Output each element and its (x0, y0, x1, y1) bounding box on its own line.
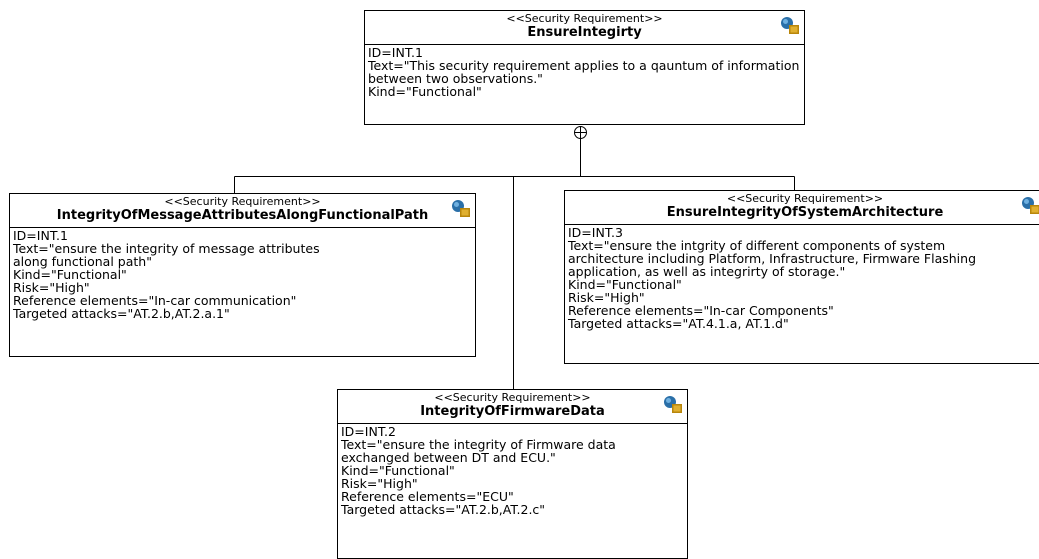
property-targeted-attacks: Targeted attacks="AT.2.b,AT.2.c" (341, 502, 546, 517)
block-properties: ID=INT.1 Text="ensure the integrity of m… (10, 228, 475, 322)
stereotype-label: <<Security Requirement>> (726, 192, 884, 205)
block-title: EnsureIntegrityOfSystemArchitecture (666, 205, 944, 220)
block-title: IntegrityOfFirmwareData (420, 404, 605, 419)
block-properties: ID=INT.2 Text="ensure the integrity of F… (338, 424, 687, 518)
property-reference-elements: Reference elements="In-car Components" (568, 303, 834, 318)
block-properties: ID=INT.1 Text="This security requirement… (365, 45, 804, 100)
property-risk: Risk="High" (13, 280, 90, 295)
property-targeted-attacks: Targeted attacks="AT.4.1.a, AT.1.d" (568, 316, 789, 331)
stereotype-label: <<Security Requirement>> (164, 195, 321, 208)
property-id: ID=INT.3 (568, 225, 623, 240)
property-targeted-attacks: Targeted attacks="AT.2.b,AT.2.a.1" (13, 306, 230, 321)
property-risk: Risk="High" (341, 476, 418, 491)
property-text: Text="ensure the integrity of message at… (13, 241, 320, 269)
property-id: ID=INT.2 (341, 424, 396, 439)
property-text: Text="ensure the integrity of Firmware d… (341, 437, 620, 465)
block-header: <<Security Requirement>> IntegrityOfFirm… (338, 390, 687, 424)
property-text: Text="This security requirement applies … (368, 58, 804, 86)
block-header: <<Security Requirement>> IntegrityOfMess… (10, 194, 475, 228)
block-header: <<Security Requirement>> EnsureIntegirty (365, 11, 804, 45)
requirement-icon (1022, 197, 1039, 214)
requirement-icon (781, 17, 799, 34)
requirement-icon (452, 200, 470, 217)
property-id: ID=INT.1 (13, 228, 68, 243)
block-integrity-of-firmware-data[interactable]: <<Security Requirement>> IntegrityOfFirm… (337, 389, 688, 559)
property-text: Text="ensure the intgrity of different c… (568, 238, 980, 279)
property-kind: Kind="Functional" (341, 463, 455, 478)
property-id: ID=INT.1 (368, 45, 423, 60)
property-kind: Kind="Functional" (568, 277, 682, 292)
block-integrity-of-message-attributes[interactable]: <<Security Requirement>> IntegrityOfMess… (9, 193, 476, 357)
block-header: <<Security Requirement>> EnsureIntegrity… (565, 191, 1039, 225)
stereotype-label: <<Security Requirement>> (434, 391, 591, 404)
stereotype-label: <<Security Requirement>> (506, 12, 663, 25)
block-title: EnsureIntegirty (527, 25, 642, 40)
block-ensure-integrity[interactable]: <<Security Requirement>> EnsureIntegirty… (364, 10, 805, 125)
block-properties: ID=INT.3 Text="ensure the intgrity of di… (565, 225, 1039, 332)
property-reference-elements: Reference elements="In-car communication… (13, 293, 297, 308)
requirement-icon (664, 396, 682, 413)
block-ensure-integrity-of-system-architecture[interactable]: <<Security Requirement>> EnsureIntegrity… (564, 190, 1039, 364)
property-risk: Risk="High" (568, 290, 645, 305)
property-kind: Kind="Functional" (368, 84, 482, 99)
property-kind: Kind="Functional" (13, 267, 127, 282)
property-reference-elements: Reference elements="ECU" (341, 489, 514, 504)
block-title: IntegrityOfMessageAttributesAlongFunctio… (56, 208, 429, 223)
